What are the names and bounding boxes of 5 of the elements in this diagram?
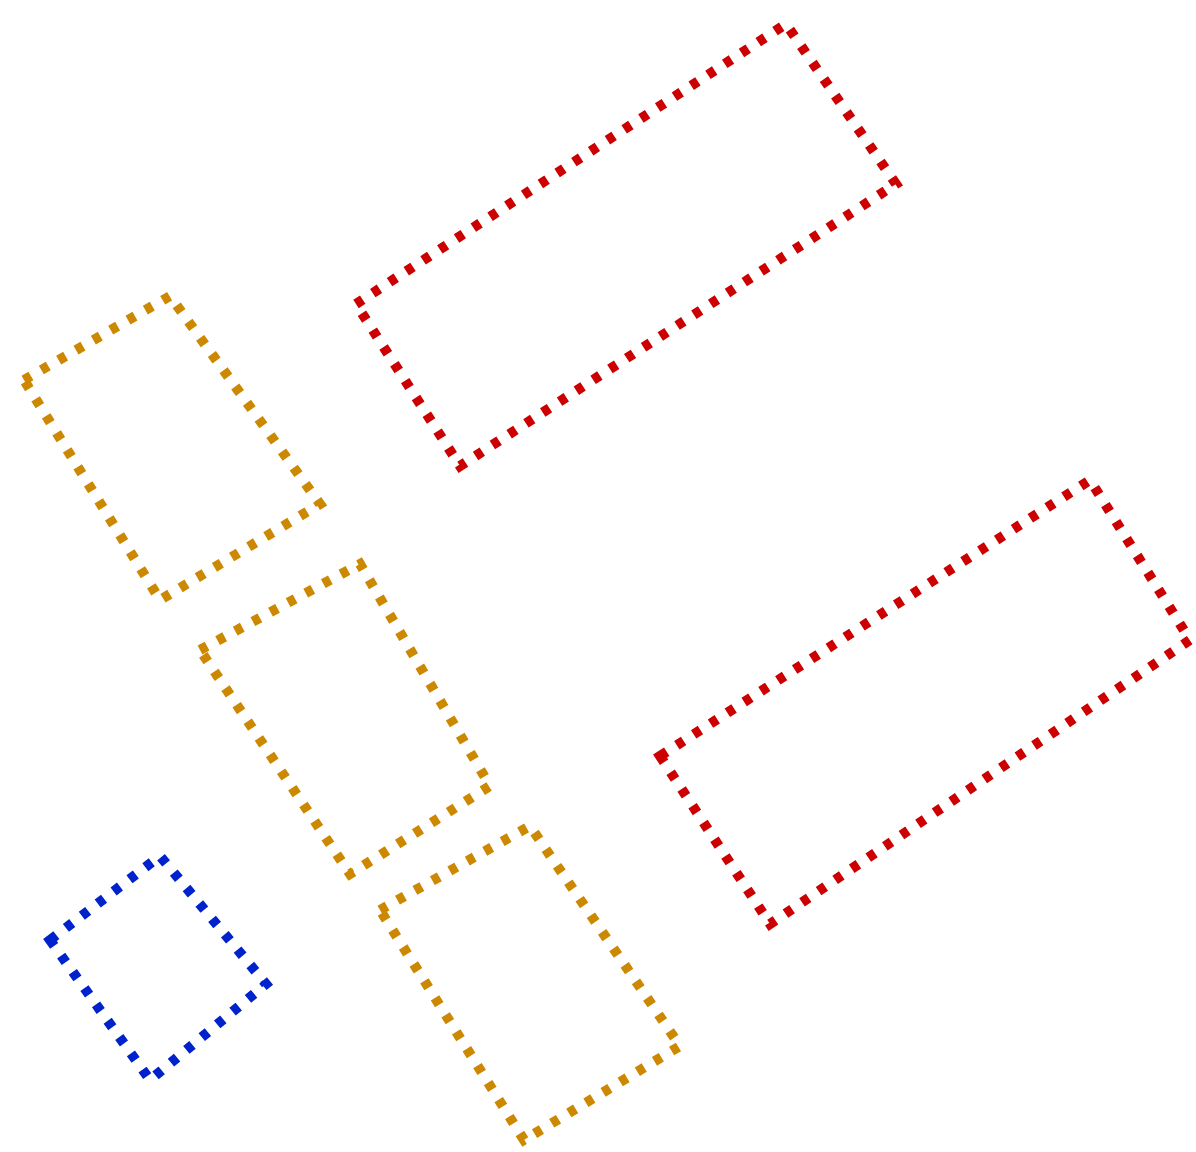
dotted-outline bbox=[18, 290, 326, 606]
dotted-outline bbox=[194, 558, 496, 880]
dotted-outline bbox=[374, 820, 686, 1146]
dotted-outline bbox=[350, 18, 902, 472]
dotted-outline bbox=[654, 474, 1196, 930]
